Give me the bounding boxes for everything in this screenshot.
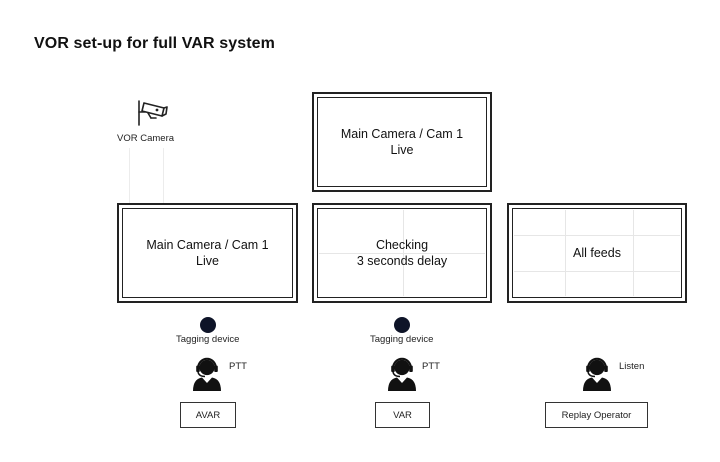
monitor-top-status: Live <box>390 143 414 157</box>
tagging-device-label: Tagging device <box>370 334 434 345</box>
grid-line-horizontal <box>514 235 680 236</box>
monitor-center-mode: Checking <box>375 238 429 252</box>
monitor-left-live: Main Camera / Cam 1 Live <box>117 203 298 303</box>
tagging-device-dot <box>394 317 410 333</box>
tagging-device-dot <box>200 317 216 333</box>
role-box-replay-operator: Replay Operator <box>545 402 648 428</box>
camera-connector-line <box>163 148 164 203</box>
audio-mode-label: PTT <box>229 361 247 372</box>
monitor-right-all-feeds: All feeds <box>507 203 687 303</box>
tagging-device-label: Tagging device <box>176 334 240 345</box>
monitor-center-text: Checking 3 seconds delay <box>314 237 490 269</box>
page-title: VOR set-up for full VAR system <box>34 35 275 52</box>
split-line-vertical <box>403 210 404 296</box>
vor-camera-label: VOR Camera <box>117 133 175 144</box>
headset-operator-icon <box>583 357 611 391</box>
monitor-right-label: All feeds <box>573 246 621 260</box>
grid-line-vertical <box>633 210 634 296</box>
camera-connector-line <box>129 148 130 203</box>
monitor-top-text: Main Camera / Cam 1 Live <box>314 126 490 158</box>
audio-mode-label: PTT <box>422 361 440 372</box>
role-box-avar: AVAR <box>180 402 236 428</box>
audio-mode-label: Listen <box>619 361 645 372</box>
split-line-horizontal <box>319 253 485 254</box>
monitor-right-text: All feeds <box>509 245 685 261</box>
headset-operator-icon <box>388 357 416 391</box>
monitor-center-checking: Checking 3 seconds delay <box>312 203 492 303</box>
role-box-var: VAR <box>375 402 430 428</box>
grid-line-horizontal <box>514 271 680 272</box>
monitor-center-delay: 3 seconds delay <box>356 254 448 268</box>
monitor-top-live: Main Camera / Cam 1 Live <box>312 92 492 192</box>
cctv-camera-icon <box>138 100 168 126</box>
monitor-left-status: Live <box>196 254 219 268</box>
monitor-left-source: Main Camera / Cam 1 <box>146 238 269 252</box>
monitor-left-text: Main Camera / Cam 1 Live <box>119 237 296 269</box>
headset-operator-icon <box>193 357 221 391</box>
grid-line-vertical <box>565 210 566 296</box>
monitor-top-source: Main Camera / Cam 1 <box>340 127 464 141</box>
